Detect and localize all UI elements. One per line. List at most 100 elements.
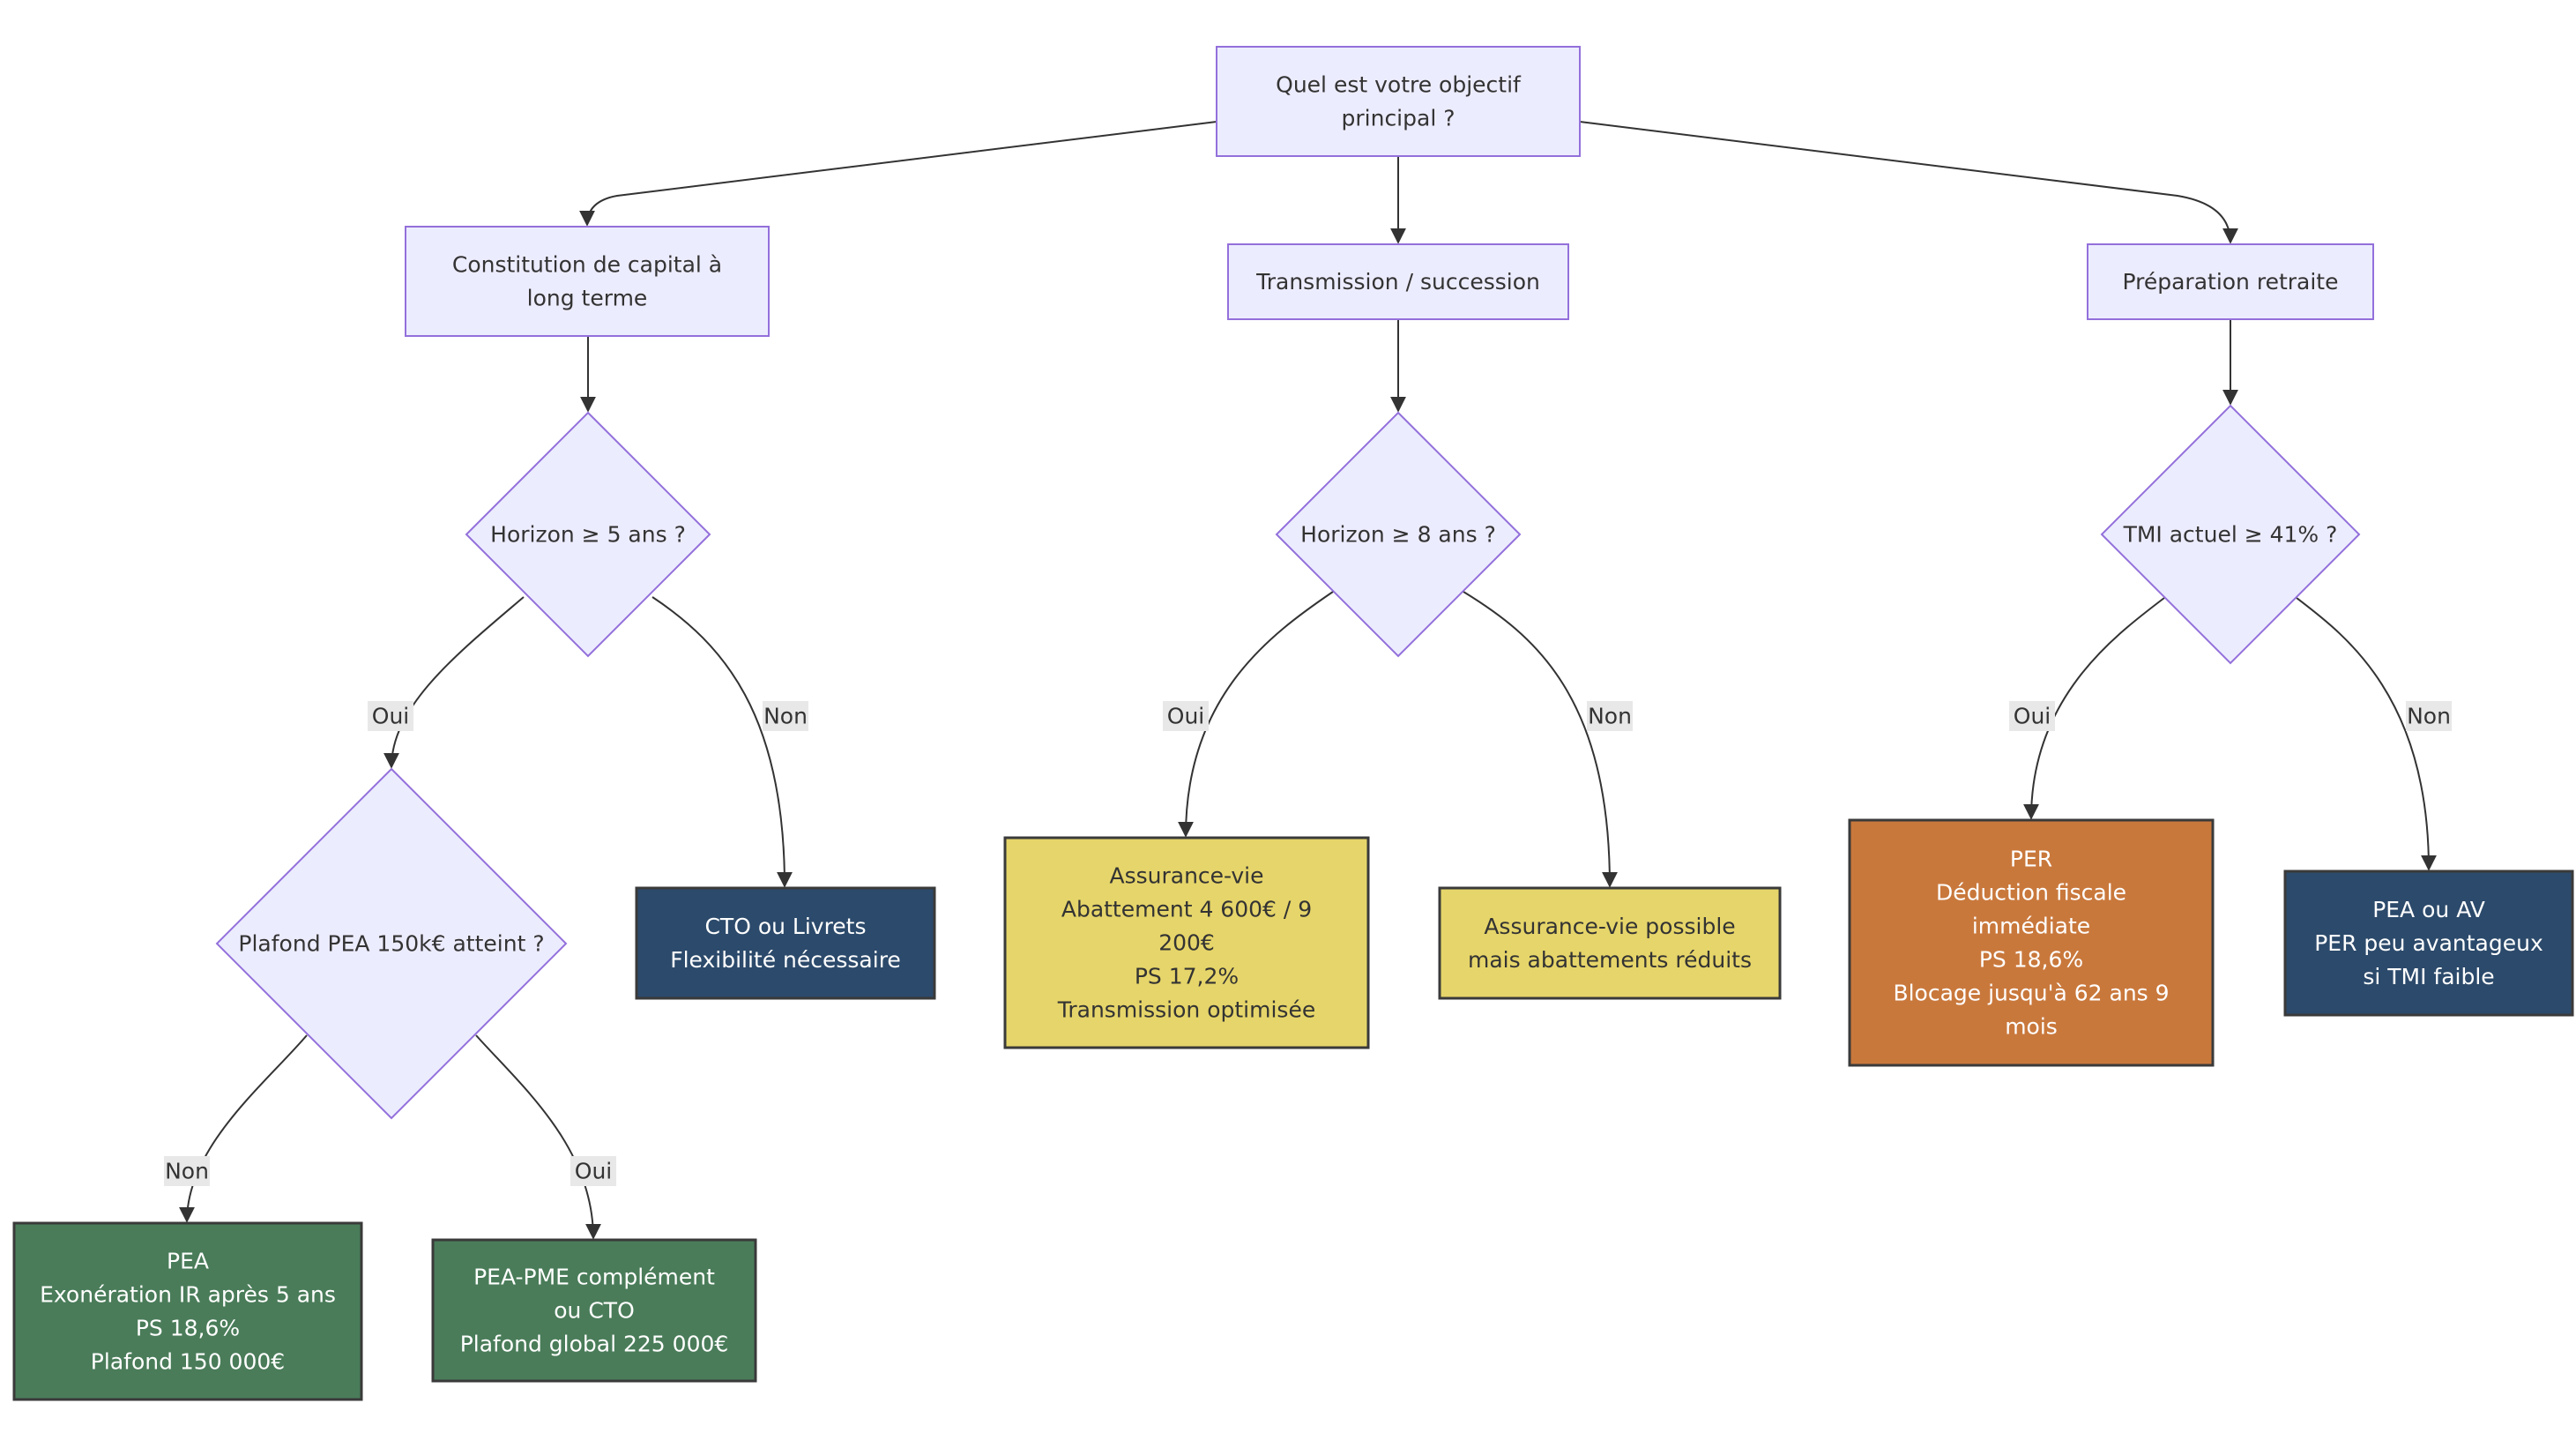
node-per: PER Déduction fiscale immédiate PS 18,6% Blo… xyxy=(1848,818,2215,1067)
edge-label-background xyxy=(763,701,808,731)
node-text-line: Transmission / succession xyxy=(1255,269,1540,295)
node-plafond: Plafond PEA 150k€ atteint ? xyxy=(215,767,568,1120)
process-box xyxy=(405,226,770,337)
edge-label-oui: Oui xyxy=(1163,701,1209,731)
node-text-line: long terme xyxy=(527,286,648,311)
node-text-line: Horizon ≥ 5 ans ? xyxy=(490,522,686,548)
edge-label-background xyxy=(570,1156,616,1186)
recommendation-box xyxy=(635,886,936,1000)
recommendation-box xyxy=(12,1221,363,1401)
recommendation-box xyxy=(2283,870,2574,1017)
edge-label-oui: Oui xyxy=(570,1156,616,1186)
node-text-line: 200€ xyxy=(1158,930,1215,956)
node-text-line: Déduction fiscale xyxy=(1936,880,2126,906)
recommendation-box xyxy=(431,1238,757,1383)
node-horizon5: Horizon ≥ 5 ans ? xyxy=(465,411,711,658)
decision-diamond xyxy=(1275,411,1522,658)
node-transmission: Transmission / succession xyxy=(1227,243,1569,320)
node-text-line: mais abattements réduits xyxy=(1468,947,1752,973)
node-pea-av: PEA ou AV PER peu avantageux si TMI faible xyxy=(2283,870,2574,1017)
edge-label-oui: Oui xyxy=(2009,701,2055,731)
decision-diamond xyxy=(215,767,568,1120)
node-objectif: Quel est votre objectif principal ? xyxy=(1216,46,1581,157)
node-tmi41: TMI actuel ≥ 41% ? xyxy=(2100,404,2361,665)
edge-label-text: Non xyxy=(165,1159,209,1184)
edge-horizon8-to-av-optimisee xyxy=(1178,591,1334,838)
node-text-line: Constitution de capital à xyxy=(452,252,722,278)
node-capital: Constitution de capital à long terme xyxy=(405,226,770,337)
node-text-line: Quel est votre objectif xyxy=(1276,72,1522,98)
node-text-line: PEA-PME complément xyxy=(473,1265,715,1290)
edge-label-text: Non xyxy=(1588,704,1632,729)
edge-horizon5-to-cto xyxy=(651,596,793,888)
edge-label-text: Oui xyxy=(372,704,409,729)
node-text-line: immédiate xyxy=(1972,914,2090,939)
node-text-line: Blocage jusqu'à 62 ans 9 xyxy=(1893,981,2169,1006)
node-retraite: Préparation retraite xyxy=(2087,243,2374,320)
edge-tmi41-to-per xyxy=(2023,597,2165,820)
edge-label-text: Oui xyxy=(2014,704,2051,729)
edge-label-non: Non xyxy=(1587,701,1633,731)
edge-label-background xyxy=(1587,701,1633,731)
process-box xyxy=(1216,46,1581,157)
edge-objectif-to-capital xyxy=(579,121,1217,227)
edge-layer xyxy=(179,121,2437,1240)
process-box xyxy=(1227,243,1569,320)
node-text-line: Transmission optimisée xyxy=(1057,997,1315,1023)
node-pea-pme: PEA-PME complément ou CTO Plafond global 2… xyxy=(431,1238,757,1383)
node-text-line: Exonération IR après 5 ans xyxy=(40,1282,336,1308)
node-text-line: PS 18,6% xyxy=(136,1316,240,1341)
edge-plafond-to-pea xyxy=(179,1034,308,1223)
node-text-line: CTO ou Livrets xyxy=(704,914,866,939)
node-text-line: Assurance-vie xyxy=(1109,863,1263,889)
edge-label-non: Non xyxy=(164,1156,210,1186)
node-text-line: ou CTO xyxy=(554,1298,635,1324)
node-pea: PEA Exonération IR après 5 ans PS 18,6% Pla… xyxy=(12,1221,363,1401)
node-text-line: mois xyxy=(2005,1014,2058,1040)
node-text-line: PEA xyxy=(167,1249,209,1274)
node-text-line: principal ? xyxy=(1342,106,1456,131)
node-text-line: PS 17,2% xyxy=(1135,964,1239,989)
node-text-line: Abattement 4 600€ / 9 xyxy=(1061,897,1312,922)
edge-plafond-to-pea-pme xyxy=(475,1034,601,1240)
node-text-line: Plafond PEA 150k€ atteint ? xyxy=(238,931,544,957)
node-layer: Quel est votre objectif principal ? Consti… xyxy=(12,46,2574,1401)
edge-horizon8-to-av-possible xyxy=(1463,591,1618,888)
recommendation-box xyxy=(1848,818,2215,1067)
edge-label-text: Non xyxy=(763,704,808,729)
node-text-line: si TMI faible xyxy=(2363,964,2494,989)
edge-label-text: Non xyxy=(2407,704,2451,729)
node-text-line: Flexibilité nécessaire xyxy=(670,947,901,973)
decision-diamond xyxy=(2100,404,2361,665)
node-av-possible: Assurance-vie possible mais abattements r… xyxy=(1438,886,1782,1000)
node-text-line: PS 18,6% xyxy=(1979,947,2083,973)
edge-label-background xyxy=(2009,701,2055,731)
node-text-line: Plafond 150 000€ xyxy=(91,1349,285,1375)
edge-label-text: Oui xyxy=(575,1159,612,1184)
edge-label-background xyxy=(2406,701,2452,731)
recommendation-box xyxy=(1438,886,1782,1000)
node-horizon8: Horizon ≥ 8 ans ? xyxy=(1275,411,1522,658)
node-text-line: Préparation retraite xyxy=(2122,269,2338,295)
node-text-line: PER xyxy=(2010,847,2052,872)
node-text-line: Plafond global 225 000€ xyxy=(460,1332,729,1357)
process-box xyxy=(2087,243,2374,320)
edge-label-background xyxy=(368,701,413,731)
node-text-line: Assurance-vie possible xyxy=(1484,914,1735,939)
decision-diamond xyxy=(465,411,711,658)
edge-tmi41-to-pea-av xyxy=(2296,597,2437,871)
node-text-line: PEA ou AV xyxy=(2372,897,2485,922)
recommendation-box xyxy=(1003,836,1370,1049)
edge-label-oui: Oui xyxy=(368,701,413,731)
edge-label-background xyxy=(164,1156,210,1186)
node-text-line: Horizon ≥ 8 ans ? xyxy=(1300,522,1496,548)
edge-label-non: Non xyxy=(763,701,808,731)
edge-label-background xyxy=(1163,701,1209,731)
edge-label-non: Non xyxy=(2406,701,2452,731)
edge-horizon5-to-plafond xyxy=(383,596,525,769)
node-text-line: PER peu avantageux xyxy=(2314,930,2543,956)
